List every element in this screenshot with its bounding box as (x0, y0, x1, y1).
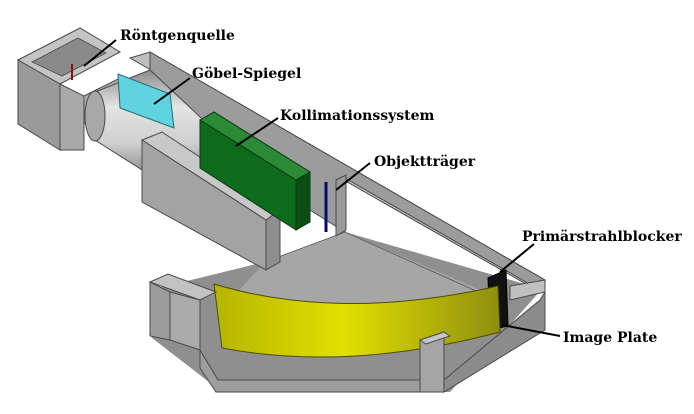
label-image-plate: Image Plate (563, 330, 657, 346)
label-beamstop: Primärstrahlblocker (522, 229, 682, 245)
leader-beamstop (499, 243, 535, 273)
leader-image-plate (501, 324, 561, 337)
label-source: Röntgenquelle (120, 28, 235, 44)
label-collimation: Kollimationssystem (280, 108, 434, 124)
leader-slide (335, 162, 371, 191)
goebel-mirror (117, 73, 175, 129)
label-slide: Objektträger (374, 154, 476, 170)
label-mirror: Göbel-Spiegel (192, 66, 301, 82)
channel-front-wall (140, 131, 281, 271)
slide-wall (335, 174, 347, 237)
housing-front-walls (148, 273, 546, 393)
leader-mirror (153, 77, 191, 105)
leader-lines (83, 39, 561, 337)
leader-collimation (235, 117, 279, 147)
collimator-block (199, 111, 311, 231)
leader-source (83, 39, 117, 67)
